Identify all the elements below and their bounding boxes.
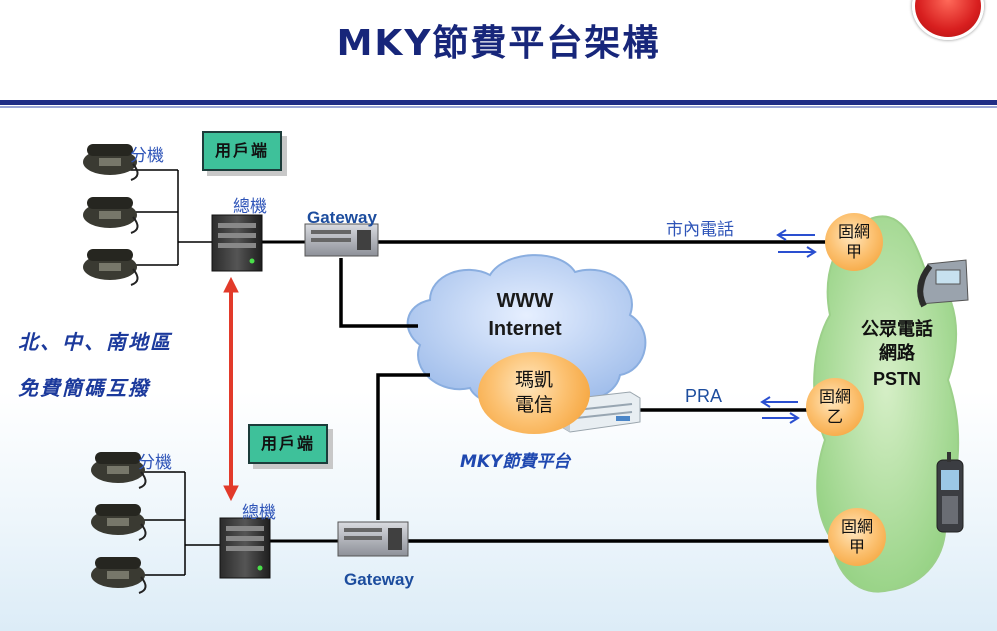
pra-arrows <box>760 396 800 424</box>
telephone-icon <box>83 249 139 286</box>
provider-line1: 瑪凱 <box>514 369 553 391</box>
gateway-device-icon <box>304 223 379 257</box>
extension-label-top: 分機 <box>130 146 164 166</box>
header-rule <box>0 100 997 108</box>
region-text-line1: 北、中、南地區 <box>18 330 172 354</box>
pbx-label-bottom: 總機 <box>242 503 276 523</box>
pstn-line1: 公眾電話 <box>861 319 933 340</box>
local-call-arrows <box>776 229 817 258</box>
internet-cloud-line1: WWW <box>496 290 554 312</box>
gateway-to-internet-bottom <box>376 373 430 520</box>
telephone-icon <box>83 144 139 181</box>
platform-label: MKY節費平台 <box>460 452 571 472</box>
fixed-node-line2: 甲 <box>845 242 862 261</box>
pstn-line3: PSTN <box>872 369 921 389</box>
local-call-label: 市內電話 <box>666 220 734 240</box>
page-title: MKY節費平台架構 <box>336 23 661 64</box>
gateway-label-top: Gateway <box>307 208 377 227</box>
pbx-server-icon <box>219 517 271 579</box>
mobile-phone-icon <box>936 452 964 533</box>
telephone-icon <box>91 557 147 594</box>
client-box-top: 用戶端 <box>202 131 282 171</box>
region-text-line2: 免費簡碼互撥 <box>18 376 150 400</box>
desk-phone-icon <box>917 259 969 308</box>
fixed-node-line1: 固網 <box>837 222 870 241</box>
internet-cloud-line2: Internet <box>488 318 562 340</box>
inter-site-double-arrow <box>223 276 239 502</box>
fixed-network-node-a-bottom: 固網 甲 <box>828 508 886 566</box>
provider-line2: 電信 <box>514 394 553 416</box>
client-box-bottom: 用戶端 <box>248 424 328 464</box>
fixed-network-node-b: 固網 乙 <box>806 378 864 436</box>
gateway-device-icon <box>337 521 409 557</box>
telephone-icon <box>91 504 147 541</box>
pbx-server-icon <box>211 214 263 272</box>
telephone-icon <box>83 197 139 234</box>
provider-node: 瑪凱 電信 <box>478 352 590 434</box>
gateway-label-bottom: Gateway <box>344 570 414 589</box>
gateway-to-internet-top <box>339 258 418 328</box>
fixed-node-line2: 乙 <box>826 407 843 426</box>
fixed-node-line1: 固網 <box>840 517 873 536</box>
pstn-line2: 網路 <box>879 343 915 364</box>
telephone-icon <box>91 452 147 489</box>
fixed-network-node-a-top: 固網 甲 <box>825 213 883 271</box>
fixed-node-line1: 固網 <box>818 387 851 406</box>
extension-label-bottom: 分機 <box>138 453 172 473</box>
fixed-node-line2: 甲 <box>848 537 865 556</box>
pbx-label-top: 總機 <box>233 197 267 217</box>
pra-label: PRA <box>685 386 723 406</box>
